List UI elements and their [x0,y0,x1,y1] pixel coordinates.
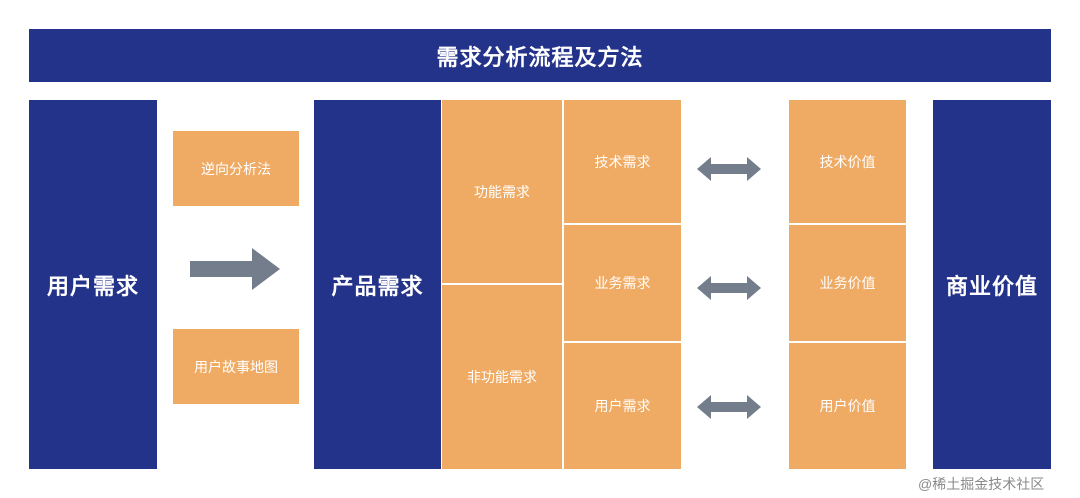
product-needs-label: 产品需求 [331,274,424,300]
double-arrow-icon [697,276,761,300]
user-story-map-box: 用户故事地图 [173,329,299,404]
user-story-map-label: 用户故事地图 [194,359,278,376]
product-needs-box: 产品需求 [314,100,441,469]
functional-needs-box: 功能需求 [442,100,562,283]
page-title: 需求分析流程及方法 [436,45,644,71]
business-needs-box: 业务需求 [564,225,681,341]
user-needs-item-box: 用户需求 [564,343,681,469]
business-value-label: 商业价值 [945,274,1038,300]
user-value-box: 用户价值 [789,343,906,469]
business-value-item-label: 业务价值 [819,276,876,292]
reverse-analysis-label: 逆向分析法 [201,161,271,178]
user-needs-label: 用户需求 [46,274,139,300]
business-value-box: 商业价值 [933,100,1051,469]
tech-value-box: 技术价值 [789,100,906,223]
watermark-text: @稀土掘金技术社区 [918,476,1045,492]
watermark: @稀土掘金技术社区 [918,474,1078,494]
functional-needs-label: 功能需求 [474,184,530,201]
user-needs-item-label: 用户需求 [594,399,651,415]
non-functional-needs-label: 非功能需求 [467,370,537,386]
user-needs-box: 用户需求 [29,100,157,469]
user-value-label: 用户价值 [819,399,876,415]
tech-needs-label: 技术需求 [594,154,651,171]
double-arrow-icon [697,157,761,181]
title-bar: 需求分析流程及方法 [29,29,1051,82]
business-value-item-box: 业务价值 [789,225,906,341]
reverse-analysis-box: 逆向分析法 [173,131,299,206]
business-needs-label: 业务需求 [594,276,651,292]
right-arrow-icon [190,248,280,290]
tech-value-label: 技术价值 [819,154,876,171]
non-functional-needs-box: 非功能需求 [442,285,562,469]
tech-needs-box: 技术需求 [564,100,681,223]
double-arrow-icon [697,395,761,419]
